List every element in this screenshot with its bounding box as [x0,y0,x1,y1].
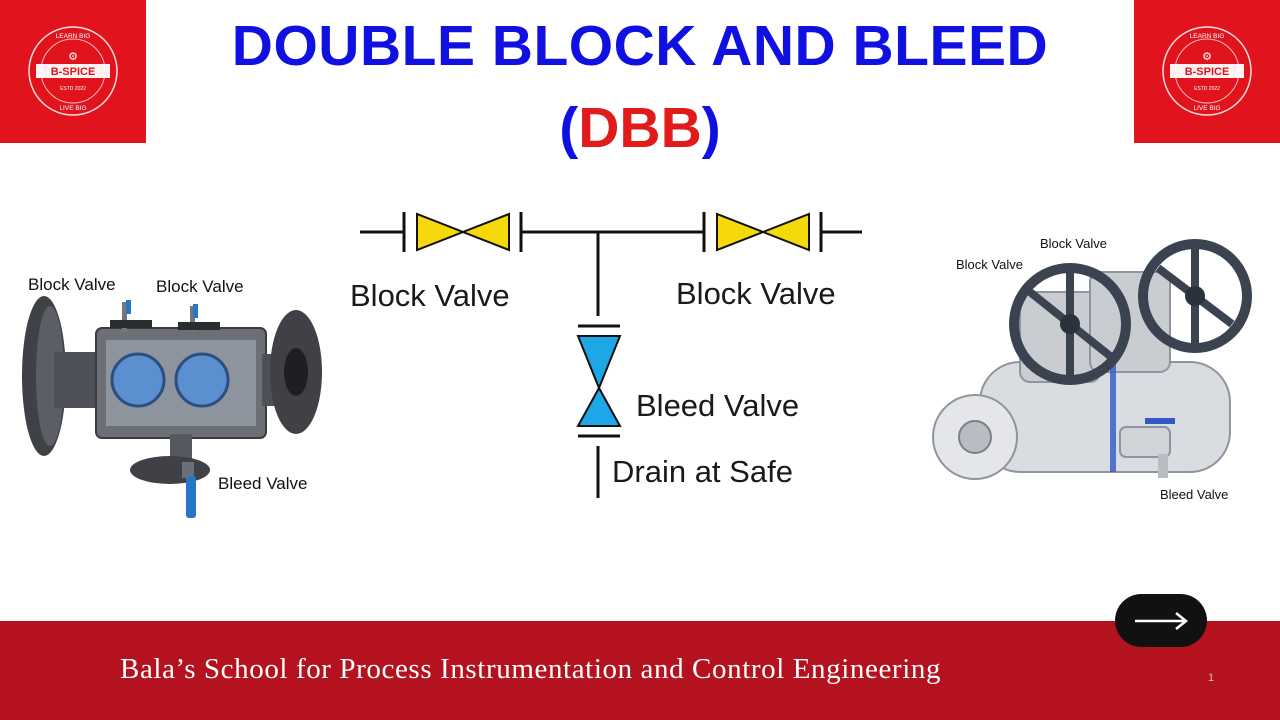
block-valve-left-icon [460,212,510,252]
left-device-bleed-valve-label: Bleed Valve [218,474,307,493]
b-spice-logo-right: LEARN BIG LIVE BIG ⚙ B-SPICE ESTD 2022 [1134,0,1280,143]
logo-est: ESTD 2022 [1194,86,1220,92]
bleed-handle-icon [1145,418,1175,424]
page-number: 1 [1208,672,1215,684]
left-device-block-valve-label-2: Block Valve [156,277,244,296]
right-device-block-valve-label-1: Block Valve [1040,236,1107,251]
logo-ring-bottom: LIVE BIG [1193,105,1220,112]
arrow-right-icon [1135,612,1189,630]
left-device-block-valve-label-1: Block Valve [28,275,116,294]
bleed-valve-icon [576,385,622,427]
block-valve-right-label: Block Valve [676,276,836,311]
logo-ring-top: LEARN BIG [1190,33,1225,40]
logo-est: ESTD 2022 [60,86,86,92]
logo-ring-top: LEARN BIG [56,33,91,40]
svg-text:⚙: ⚙ [68,50,78,63]
paren-open: ( [559,96,579,160]
right-device-bleed-valve-label: Bleed Valve [1160,487,1228,502]
handwheel-icon [1009,263,1131,385]
left-dbb-valve-illustration: Block Valve Block Valve Bleed Valve [22,275,322,518]
bleed-handle-icon [186,476,196,518]
gate-icon [174,352,230,408]
gate-icon [110,352,166,408]
valve-body [979,361,1231,473]
b-spice-logo-icon: LEARN BIG LIVE BIG ⚙ B-SPICE ESTD 2022 [28,26,118,116]
block-valve-right-icon [760,212,810,252]
handwheel-icon [1138,239,1252,353]
b-spice-logo-left: LEARN BIG LIVE BIG ⚙ B-SPICE ESTD 2022 [0,0,146,143]
block-valve-right-icon [716,212,766,252]
block-handle-icon [126,300,131,314]
page-subtitle: (DBB) [0,96,1280,160]
logo-ring-bottom: LIVE BIG [59,105,86,112]
page-title: DOUBLE BLOCK AND BLEED [231,14,1049,78]
block-handle-icon [193,304,198,318]
title-abbreviation: DBB [578,96,702,160]
block-valve-left-icon [416,212,466,252]
bleed-valve-label: Bleed Valve [636,388,799,423]
logo-name: B-SPICE [51,66,96,78]
dbb-schematic-diagram: Block Valve Block Valve Bleed Valve Drai… [350,212,862,498]
next-slide-button[interactable] [1115,594,1207,647]
footer-bar [0,621,1280,720]
footer-school-name: Bala’s School for Process Instrumentatio… [120,653,942,685]
right-device-block-valve-label-2: Block Valve [956,257,1023,272]
logo-name: B-SPICE [1185,66,1230,78]
drain-label: Drain at Safe [612,454,793,489]
bleed-valve-icon [576,335,622,391]
block-valve-left-label: Block Valve [350,278,510,313]
svg-text:⚙: ⚙ [1202,50,1212,63]
b-spice-logo-icon: LEARN BIG LIVE BIG ⚙ B-SPICE ESTD 2022 [1162,26,1252,116]
paren-close: ) [701,96,721,160]
right-dbb-valve-illustration: Block Valve Block Valve Bleed Valve [932,236,1252,502]
